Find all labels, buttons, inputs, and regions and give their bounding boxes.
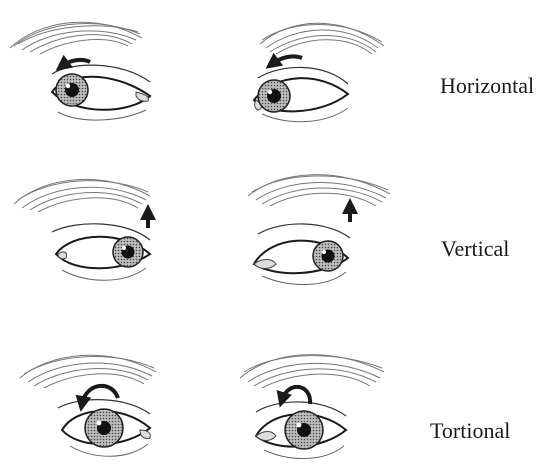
lower-lid-line	[62, 268, 146, 280]
eye-highlight	[97, 421, 102, 426]
label-vertical: Vertical	[441, 236, 509, 262]
eye-highlight	[268, 90, 272, 94]
eyebrow	[248, 175, 390, 206]
label-horizontal: Horizontal	[440, 73, 534, 99]
eyebrow	[260, 23, 384, 54]
eye-figure-vertical-left	[14, 179, 150, 280]
eye-figure-horizontal-right	[254, 23, 384, 121]
caruncle	[140, 430, 150, 439]
caruncle	[58, 252, 67, 259]
eyebrow	[20, 355, 156, 388]
eye-highlight	[66, 84, 70, 88]
eye-figure-vertical-right	[248, 175, 390, 285]
eyebrow	[14, 179, 150, 212]
clockwise-arrow-icon	[82, 386, 118, 404]
lower-lid-line	[58, 110, 146, 120]
eye-figure-tortional-left	[20, 355, 156, 456]
arrow-left-icon	[272, 56, 302, 64]
eye-highlight	[322, 250, 326, 254]
eye-figure-horizontal-left	[10, 22, 150, 120]
eye-highlight	[122, 246, 126, 250]
eye-figure-tortional-right	[240, 355, 384, 459]
eyebrow	[10, 22, 142, 54]
eye-highlight	[297, 423, 302, 428]
eyebrow	[240, 355, 384, 388]
lower-lid-line	[262, 272, 346, 285]
label-tortional: Tortional	[430, 418, 510, 444]
eyelid-crease	[258, 224, 350, 238]
